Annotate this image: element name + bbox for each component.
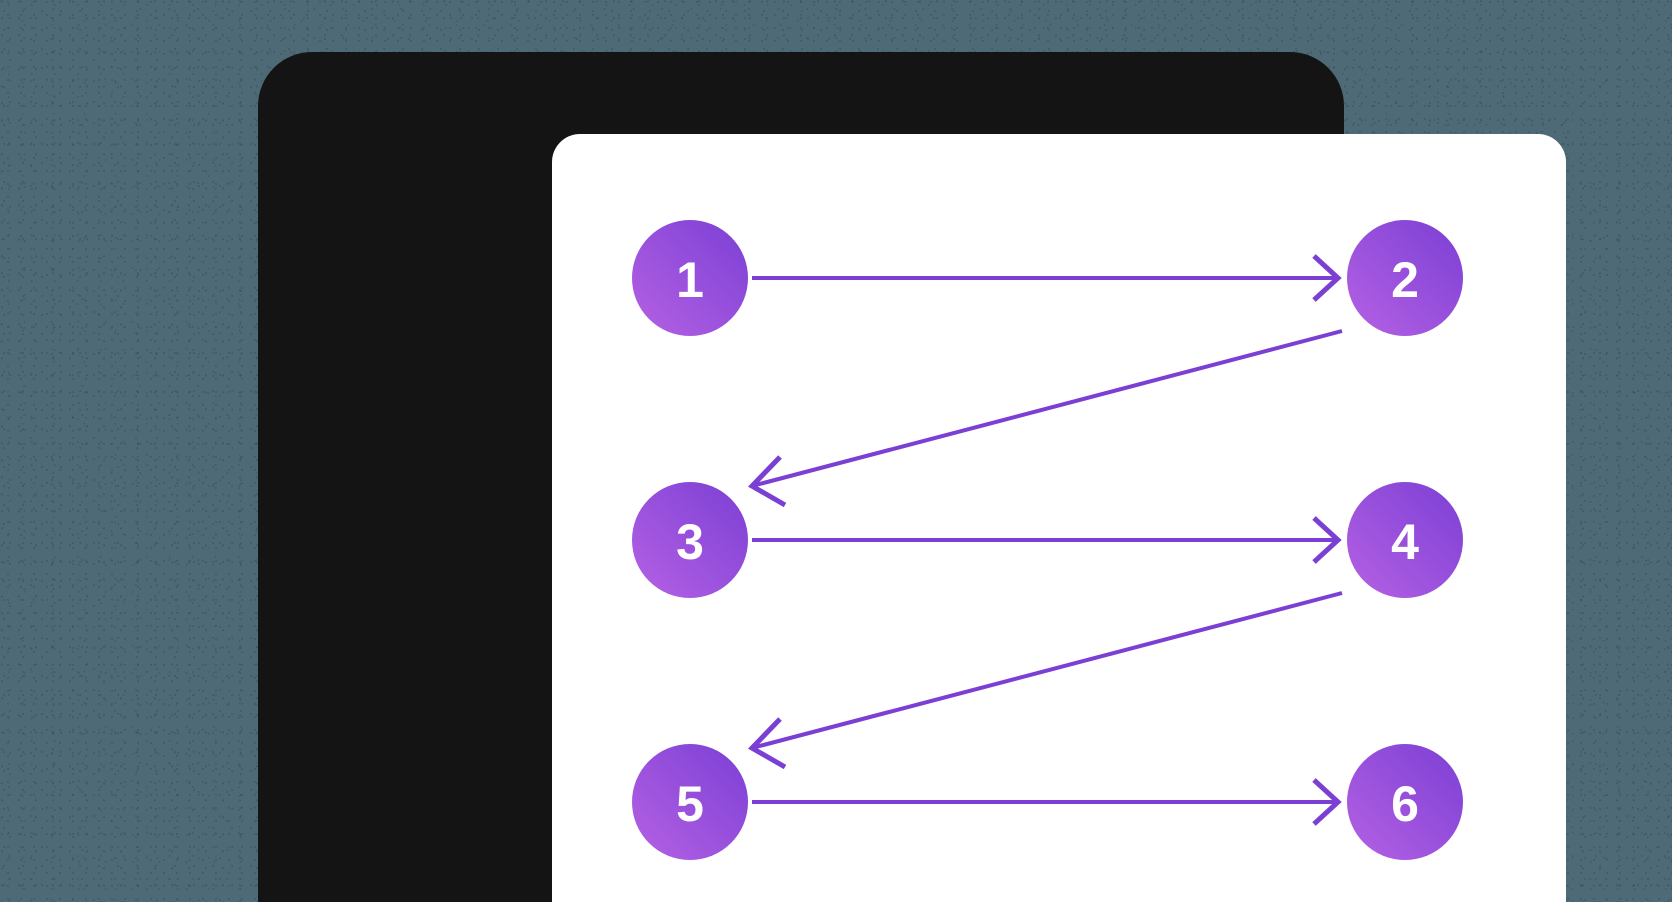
node-3-circle[interactable] [632, 482, 748, 598]
edge-1-to-2 [752, 254, 1342, 302]
edge-3-to-4 [752, 516, 1342, 564]
edge-4-to-5 [747, 591, 1343, 770]
node-4-label: 4 [1391, 514, 1419, 570]
edge-2-to-3 [747, 329, 1343, 508]
node-5-circle[interactable] [632, 744, 748, 860]
node-2-label: 2 [1391, 252, 1419, 308]
node-2[interactable]: 2 [1347, 220, 1463, 336]
node-1[interactable]: 1 [632, 220, 748, 336]
node-2-circle[interactable] [1347, 220, 1463, 336]
flow-diagram: 1 2 3 4 5 6 [632, 220, 1463, 860]
device-frame-bezel: 1 2 3 4 5 6 [258, 52, 1566, 902]
device-screen-canvas: 1 2 3 4 5 6 [552, 134, 1566, 902]
edge-5-to-6 [752, 778, 1342, 826]
node-4[interactable]: 4 [1347, 482, 1463, 598]
node-1-label: 1 [676, 252, 704, 308]
node-5-label: 5 [676, 776, 704, 832]
node-6-label: 6 [1391, 776, 1419, 832]
node-6-circle[interactable] [1347, 744, 1463, 860]
node-3[interactable]: 3 [632, 482, 748, 598]
node-6[interactable]: 6 [1347, 744, 1463, 860]
node-1-circle[interactable] [632, 220, 748, 336]
node-4-circle[interactable] [1347, 482, 1463, 598]
node-3-label: 3 [676, 514, 704, 570]
node-5[interactable]: 5 [632, 744, 748, 860]
